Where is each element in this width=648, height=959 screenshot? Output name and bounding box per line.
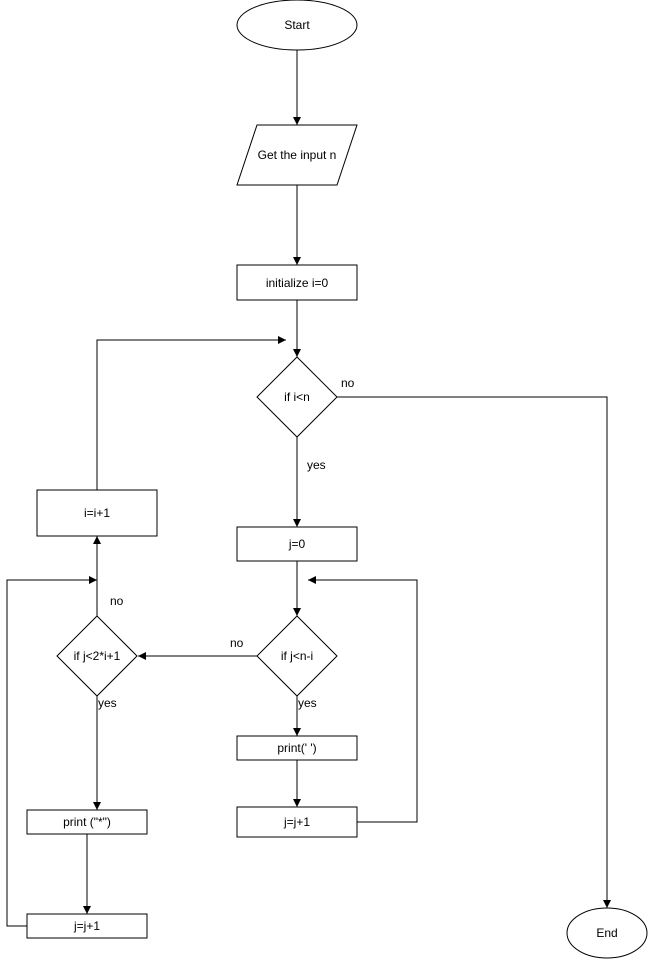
edge-label-cond-j-space-yes: yes: [298, 696, 317, 710]
node-init-i: initialize i=0: [236, 264, 358, 301]
node-print-space: print(' '): [236, 735, 358, 761]
node-print-space-label: print(' '): [277, 741, 316, 755]
node-input-label: Get the input n: [258, 148, 337, 162]
edge-label-cond-j-star-yes: yes: [98, 696, 117, 710]
node-init-i-label: initialize i=0: [266, 276, 329, 290]
node-inc-j-space-label: j=j+1: [283, 815, 310, 829]
node-print-star: print ("*"): [26, 809, 148, 835]
node-input: Get the input n: [236, 124, 358, 186]
node-cond-i-label: if i<n: [284, 390, 310, 404]
edge-inc-i-loop-back: [96, 336, 286, 490]
node-inc-j-star: j=j+1: [26, 913, 148, 939]
node-end: End: [566, 907, 648, 959]
node-cond-j-space: if j<n-i: [256, 615, 338, 697]
edge-label-cond-j-space-no: no: [230, 636, 244, 650]
node-init-j-label: j=0: [288, 537, 306, 551]
edge-label-cond-i-no: no: [341, 376, 355, 390]
node-init-j: j=0: [236, 526, 358, 562]
node-start-label: Start: [284, 18, 310, 32]
node-cond-i: if i<n: [256, 356, 338, 438]
edge-label-cond-i-yes: yes: [307, 458, 326, 472]
node-inc-i: i=i+1: [36, 489, 158, 537]
node-cond-j-space-label: if j<n-i: [281, 649, 313, 663]
node-inc-j-star-label: j=j+1: [73, 919, 100, 933]
node-inc-i-label: i=i+1: [84, 506, 110, 520]
node-cond-j-star: if j<2*i+1: [56, 615, 138, 697]
node-print-star-label: print ("*"): [63, 815, 111, 829]
node-end-label: End: [596, 926, 617, 940]
edge-label-cond-j-star-no: no: [110, 594, 124, 608]
edge-inc-j-star-loop-back: [6, 576, 97, 927]
node-start: Start: [236, 0, 358, 51]
edge-cond-i-no-to-end: [337, 396, 611, 908]
node-inc-j-space: j=j+1: [236, 806, 358, 838]
node-cond-j-star-label: if j<2*i+1: [74, 649, 121, 663]
edge-inc-j-space-loop-back: [308, 576, 418, 823]
